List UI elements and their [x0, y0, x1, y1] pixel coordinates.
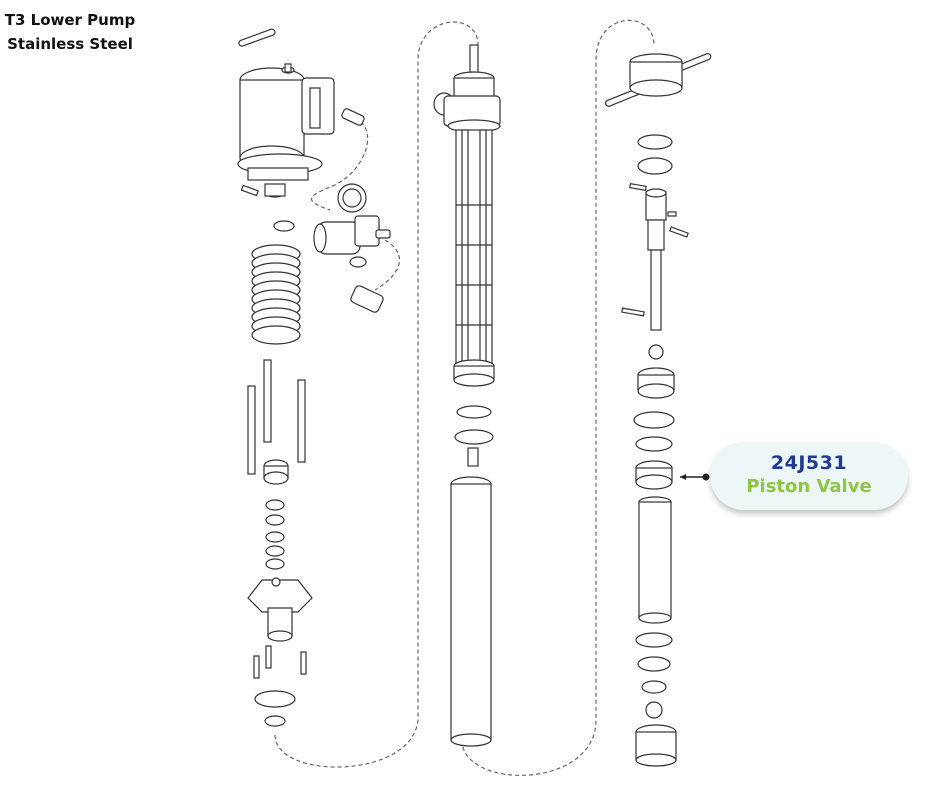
seal-part — [635, 436, 673, 452]
valve-fitting-part — [350, 285, 384, 313]
regulator-part — [313, 183, 391, 268]
screw-part — [300, 651, 307, 675]
seal-part — [265, 499, 285, 511]
piston-seat-part — [637, 367, 675, 399]
o-ring-part — [454, 429, 494, 445]
o-ring-part — [635, 632, 673, 648]
cage-assembly-part — [453, 129, 495, 387]
screw-part — [253, 655, 260, 679]
piston-rod-part — [645, 188, 667, 331]
part-name-label: Piston Valve — [746, 476, 872, 497]
pin-part — [667, 211, 677, 217]
packing-nut-part — [263, 459, 289, 485]
o-ring-part — [456, 405, 492, 419]
seal-part — [265, 545, 285, 557]
part-callout[interactable]: 24J531 Piston Valve — [710, 442, 908, 510]
piston-valve-part — [635, 460, 673, 490]
outlet-tee-part — [433, 71, 501, 133]
seal-part — [633, 411, 675, 429]
seal-part — [265, 558, 285, 570]
foot-valve-part — [635, 724, 677, 767]
seal-part — [265, 531, 285, 543]
column-3-parts — [605, 53, 712, 767]
air-fitting-part — [341, 108, 365, 126]
clip-part — [641, 680, 667, 694]
o-ring-part — [254, 690, 296, 708]
screw-part — [629, 182, 647, 192]
diagram-title: T3 Lower Pump Stainless Steel — [0, 8, 140, 56]
column-2-parts — [433, 44, 501, 747]
screw-part — [669, 226, 689, 238]
ball-part — [648, 344, 664, 360]
cylinder-part — [450, 476, 492, 747]
seal-part — [265, 514, 285, 526]
clamp-part — [605, 53, 712, 107]
tie-rods-part — [247, 359, 306, 475]
title-line-1: T3 Lower Pump — [4, 11, 136, 29]
callout-pointer — [680, 473, 710, 481]
sleeve-part — [638, 496, 672, 624]
seal-part — [637, 157, 673, 175]
rod-end-part — [467, 447, 479, 467]
screw-part — [621, 307, 645, 317]
part-number-label: 24J531 — [770, 452, 848, 474]
seal-part — [637, 656, 671, 672]
pin-part — [238, 28, 276, 47]
outlet-housing-part — [247, 577, 313, 642]
dashed-connector-hose — [310, 117, 400, 291]
spring-part — [251, 244, 301, 345]
air-motor-part — [237, 63, 335, 198]
dashed-connector — [274, 19, 655, 776]
screw-part — [265, 645, 272, 669]
ball-part — [645, 701, 663, 719]
seal-part — [637, 134, 673, 150]
column-1-parts — [237, 28, 391, 727]
o-ring-part — [273, 220, 295, 232]
title-line-2: Stainless Steel — [7, 35, 133, 53]
o-ring-part — [264, 715, 286, 727]
